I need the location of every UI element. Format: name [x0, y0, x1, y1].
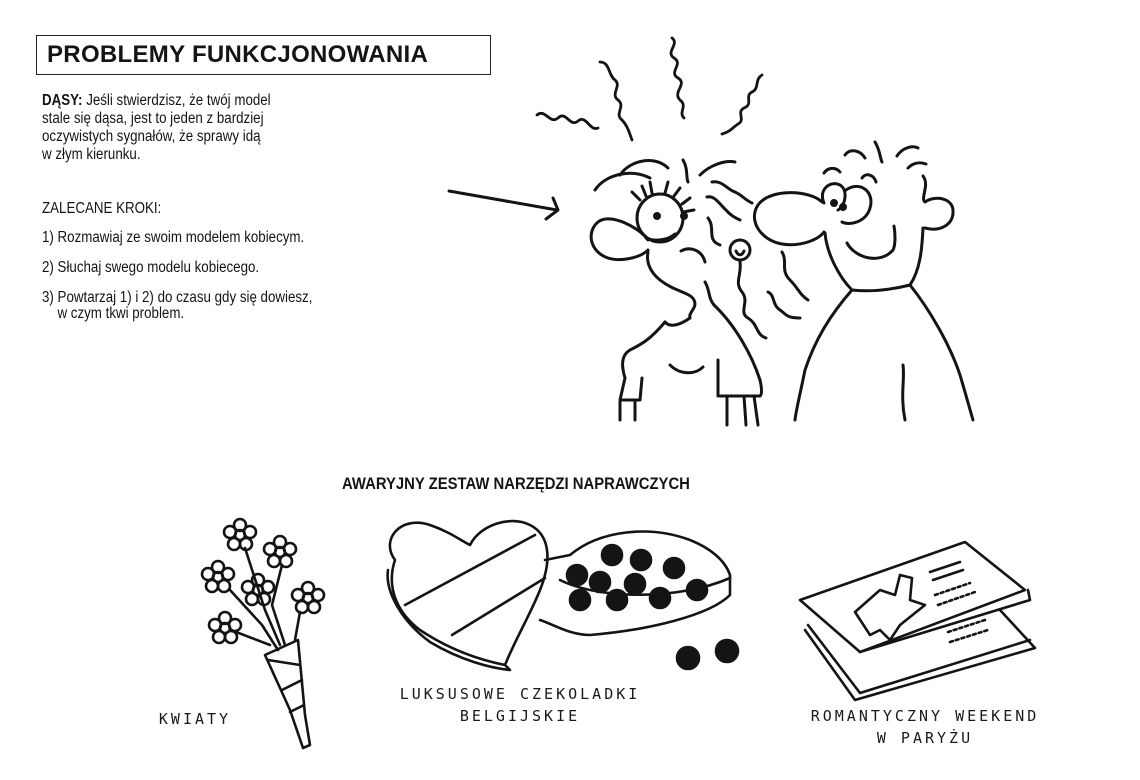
step-text-continuation: w czym tkwi problem. [57, 305, 185, 322]
intro-line-3: oczywistych sygnałów, że sprawy idą [42, 128, 261, 145]
anger-squiggles-icon [535, 36, 764, 142]
kit-item-chocolates: LUKSUSOWE CZEKOLADKI BELGIJSKIE [380, 683, 660, 727]
kit-item-label: BELGIJSKIE [459, 707, 581, 725]
kit-item-flowers: KWIATY [140, 708, 250, 730]
plane-tickets-icon [798, 540, 1037, 702]
kit-item-label: LUKSUSOWE CZEKOLADKI [399, 685, 641, 703]
step-text: 2) Słuchaj swego modelu kobiecego. [42, 259, 260, 276]
page-title-box: PROBLEMY FUNKCJONOWANIA [36, 35, 491, 75]
step-item-2: 2) Słuchaj swego modelu kobiecego. [42, 260, 259, 276]
kit-item-label: KWIATY [158, 710, 232, 728]
kit-item-label: ROMANTYCZNY WEEKEND [810, 707, 1040, 725]
step-item-3: 3) Powtarzaj 1) i 2) do czasu gdy się do… [42, 290, 312, 322]
arrow-icon [447, 189, 560, 221]
intro-paragraph: DĄSY: Jeśli stwierdzisz, że twój model s… [42, 92, 343, 164]
flower-bouquet-icon [200, 517, 326, 750]
kit-item-label: W PARYŻU [876, 729, 974, 747]
intro-line-4: w złym kierunku. [42, 146, 141, 163]
man-figure [752, 140, 975, 422]
hair-curl [780, 250, 810, 302]
kit-title: AWARYJNY ZESTAW NARZĘDZI NAPRAWCZYCH [342, 475, 690, 493]
intro-line-1: Jeśli stwierdzisz, że twój model [82, 92, 271, 109]
intro-line-2: stale się dąsa, jest to jeden z bardziej [42, 110, 264, 127]
woman-figure [589, 158, 768, 427]
intro-label: DĄSY: [42, 92, 83, 109]
heart-chocolate-box-icon [386, 519, 740, 672]
page-title: PROBLEMY FUNKCJONOWANIA [47, 41, 429, 68]
steps-heading: ZALECANE KROKI: [42, 200, 162, 217]
step-text: 3) Powtarzaj 1) i 2) do czasu gdy się do… [42, 289, 313, 306]
kit-item-paris-weekend: ROMANTYCZNY WEEKEND W PARYŻU [775, 705, 1075, 749]
hair-curl [766, 290, 802, 320]
step-text: 1) Rozmawiaj ze swoim modelem kobiecym. [42, 229, 305, 246]
step-item-1: 1) Rozmawiaj ze swoim modelem kobiecym. [42, 230, 304, 246]
